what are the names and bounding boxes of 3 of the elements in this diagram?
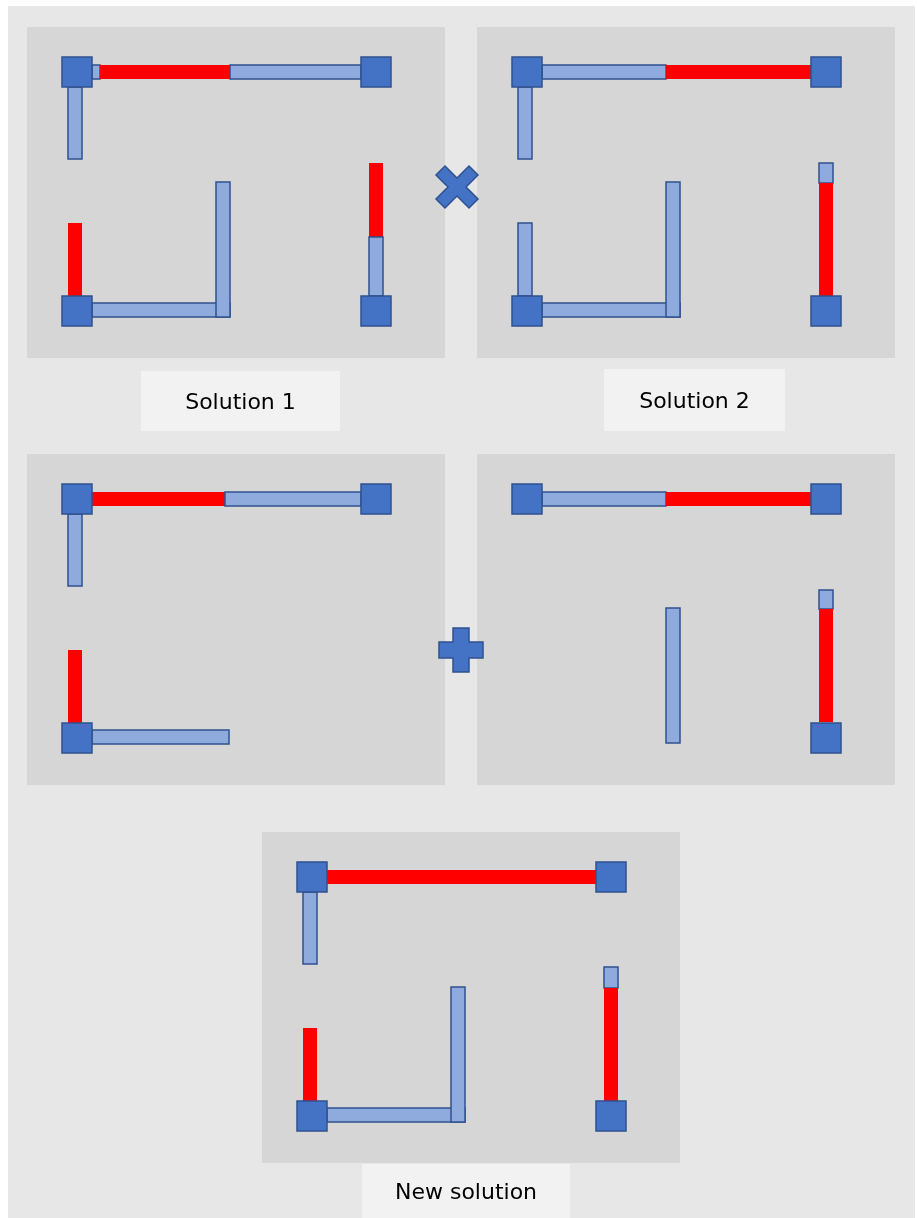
solution-label: New solution	[362, 1164, 570, 1218]
solution-label: Solution 1	[141, 371, 340, 431]
solution-label: Solution 2	[604, 369, 785, 431]
